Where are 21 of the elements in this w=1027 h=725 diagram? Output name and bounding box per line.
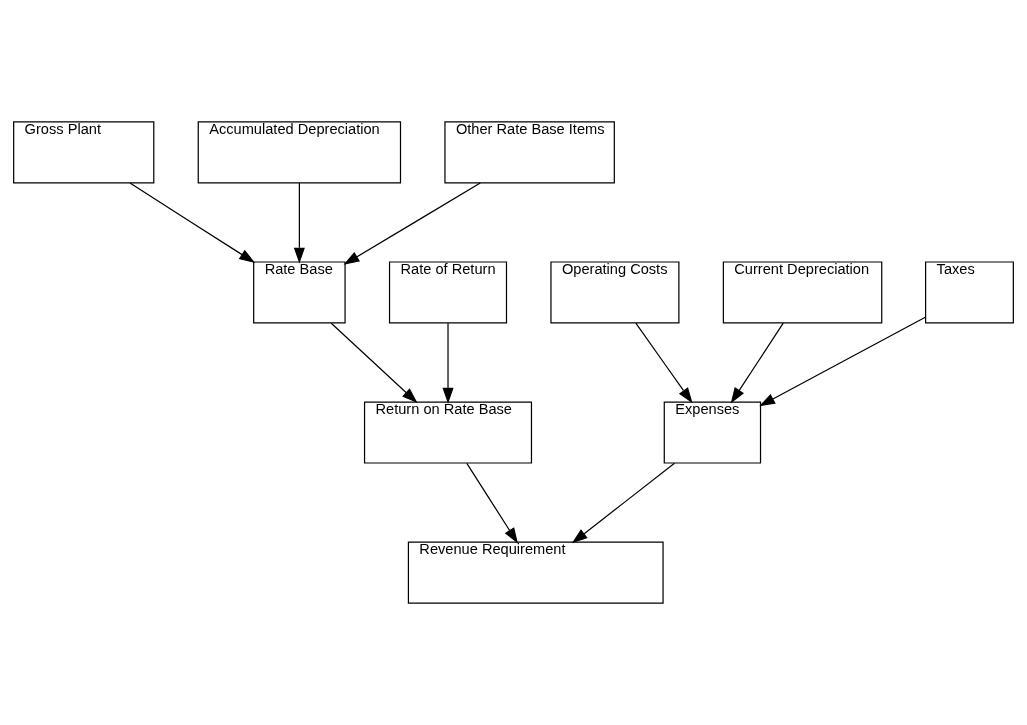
arrow <box>129 182 256 263</box>
arrow <box>730 322 784 404</box>
arrow <box>571 462 676 544</box>
arrow <box>343 182 481 265</box>
arrow <box>466 462 518 544</box>
node-box: Gross Plant <box>13 121 155 184</box>
node-box: Other Rate Base Items <box>444 121 615 184</box>
arrow <box>635 322 693 404</box>
node-box: Expenses <box>663 401 762 464</box>
arrow <box>330 322 418 404</box>
node-box: Current Depreciation <box>722 261 883 324</box>
arrow <box>759 316 926 407</box>
node-box: Operating Costs <box>550 261 680 324</box>
arrow <box>293 182 305 264</box>
node-box: Revenue Requirement <box>407 541 664 604</box>
node-box: Return on Rate Base <box>363 401 533 464</box>
node-box: Accumulated Depreciation <box>197 121 402 184</box>
node-box: Taxes <box>925 261 1014 324</box>
arrow <box>442 322 454 404</box>
node-box: Rate Base <box>253 261 346 324</box>
node-box: Rate of Return <box>388 261 508 324</box>
